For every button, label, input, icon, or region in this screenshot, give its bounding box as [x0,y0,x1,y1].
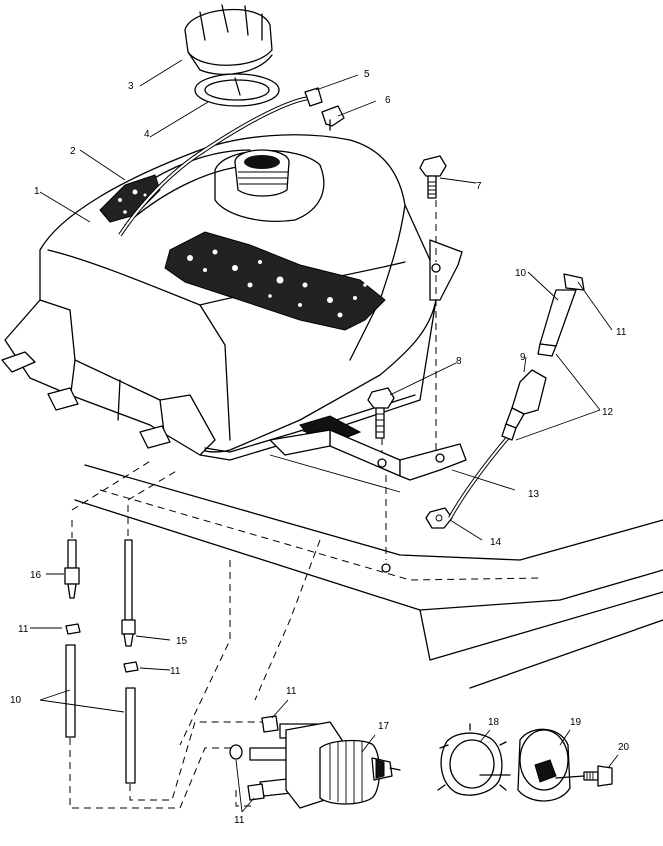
filter-cap [517,728,571,802]
mounting-bracket [269,429,467,481]
tank-decal-speckle [187,249,367,318]
callout-11-petcock-upper: 11 [286,686,297,697]
tank-decal [164,231,386,331]
vent-fitting [321,105,345,127]
callout-11-right: 11 [616,327,627,338]
callout-3: 3 [128,81,134,92]
fuel-cap [184,4,273,76]
callout-8: 8 [456,356,462,367]
decal-piece-speckle [118,189,147,214]
callout-11-left-upper: 11 [18,624,29,635]
callout-2: 2 [70,146,76,157]
callout-19: 19 [570,717,582,728]
callout-6: 6 [385,95,391,106]
fitting-15 [121,539,136,647]
filter-hose-assembly [448,273,585,519]
callout-18: 18 [488,717,500,728]
callout-16: 16 [30,570,42,581]
callout-4: 4 [144,129,150,140]
callout-20: 20 [618,742,630,753]
callout-13: 13 [528,489,540,500]
fitting-16 [64,539,80,599]
hose-left-b [125,687,136,784]
callout-11-petcock-lower: 11 [234,815,245,826]
callout-11-left-lower: 11 [170,666,181,677]
callout-labels: 1 2 3 4 5 6 7 8 9 10 10 11 11 11 11 11 1… [10,69,630,826]
clamp-left-lower [123,661,139,673]
frame-outline [74,429,663,746]
callout-14: 14 [490,537,502,548]
callout-12: 12 [602,407,614,418]
decal-piece [99,174,161,223]
callout-10-right: 10 [515,268,527,279]
clamp-left-upper [65,623,81,635]
callout-5: 5 [364,69,370,80]
nut [425,507,453,529]
clamp-petcock-middle [229,744,243,760]
cap-nut [437,723,507,796]
clamp-petcock-lower [247,783,265,801]
bolt-lower [367,387,395,439]
clamp-petcock-upper [261,715,279,733]
gasket [194,73,280,107]
callout-9: 9 [520,352,526,363]
leader-lines [30,59,619,813]
callout-7: 7 [476,181,482,192]
fuel-petcock [249,721,401,809]
filler-neck [234,149,290,197]
callout-10-left: 10 [10,695,22,706]
bolt-upper [419,155,447,199]
screw [555,765,613,787]
callout-15: 15 [176,636,188,647]
callout-17: 17 [378,721,390,732]
callout-1: 1 [34,186,40,197]
